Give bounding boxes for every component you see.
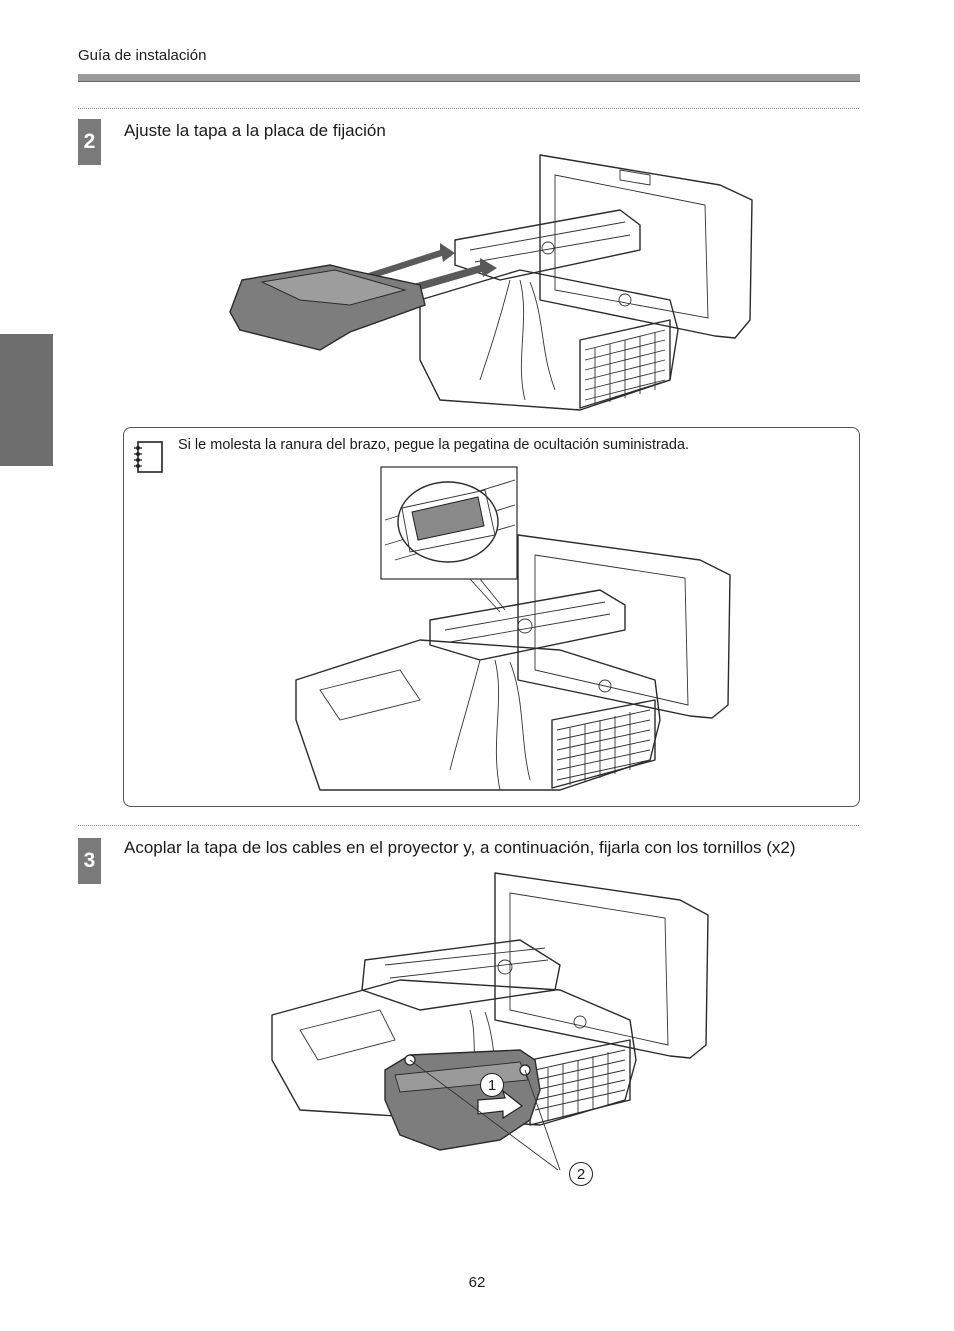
chapter-side-tab [0,334,53,466]
callout-1: 1 [480,1073,504,1097]
step-3-text: Acoplar la tapa de los cables en el proy… [124,838,796,857]
section-divider [78,825,859,826]
section-divider [78,108,859,109]
callout-2: 2 [569,1162,593,1186]
step-3-badge: 3 [78,838,101,884]
header-rule [78,74,860,82]
step-2-badge: 2 [78,119,101,165]
illustration-cover-to-plate [229,154,753,411]
note-text: Si le molesta la ranura del brazo, pegue… [178,437,690,453]
notepad-icon [134,441,163,473]
running-header: Guía de instalación [78,47,207,64]
note-box [123,427,860,807]
page-number: 62 [468,1274,486,1291]
step-2-text: Ajuste la tapa a la placa de fijación [124,121,386,140]
illustration-cover-screws [271,872,709,1171]
illustration-sticker-detail [295,466,731,791]
